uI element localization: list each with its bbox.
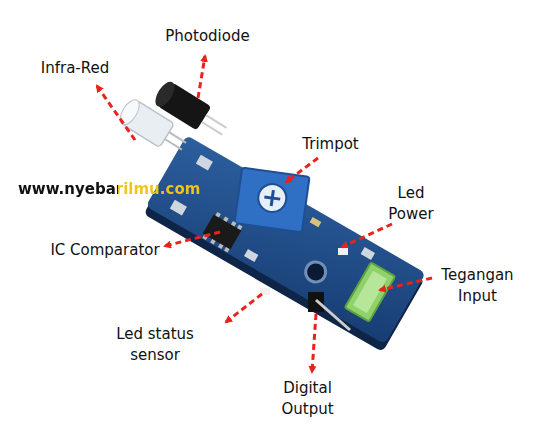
trimpot xyxy=(234,168,309,233)
leader-arrow xyxy=(97,86,135,140)
part-label: Digital Output xyxy=(265,378,350,420)
part-label: Led status sensor xyxy=(100,324,210,366)
part-label: Tegangan Input xyxy=(425,265,530,307)
photodiode xyxy=(152,79,232,144)
comparator-ic xyxy=(201,211,244,253)
leader-arrow xyxy=(312,314,316,372)
leader-arrow xyxy=(165,232,220,246)
leader-arrow xyxy=(342,224,392,247)
jumper-connector xyxy=(345,262,395,321)
watermark: www.nyebarilmu.com xyxy=(18,180,200,198)
leader-arrow xyxy=(380,278,432,290)
leader-arrows xyxy=(97,56,432,372)
pcb-board xyxy=(142,135,428,352)
power-led xyxy=(338,248,348,255)
leader-arrow xyxy=(226,294,262,322)
part-label: Trimpot xyxy=(288,134,373,155)
leader-arrow xyxy=(286,158,318,182)
part-label: IC Comparator xyxy=(50,240,160,261)
part-label: Led Power xyxy=(376,183,446,225)
leader-arrow xyxy=(198,56,205,98)
part-label: Photodiode xyxy=(150,26,265,47)
part-label: Infra-Red xyxy=(20,58,130,79)
